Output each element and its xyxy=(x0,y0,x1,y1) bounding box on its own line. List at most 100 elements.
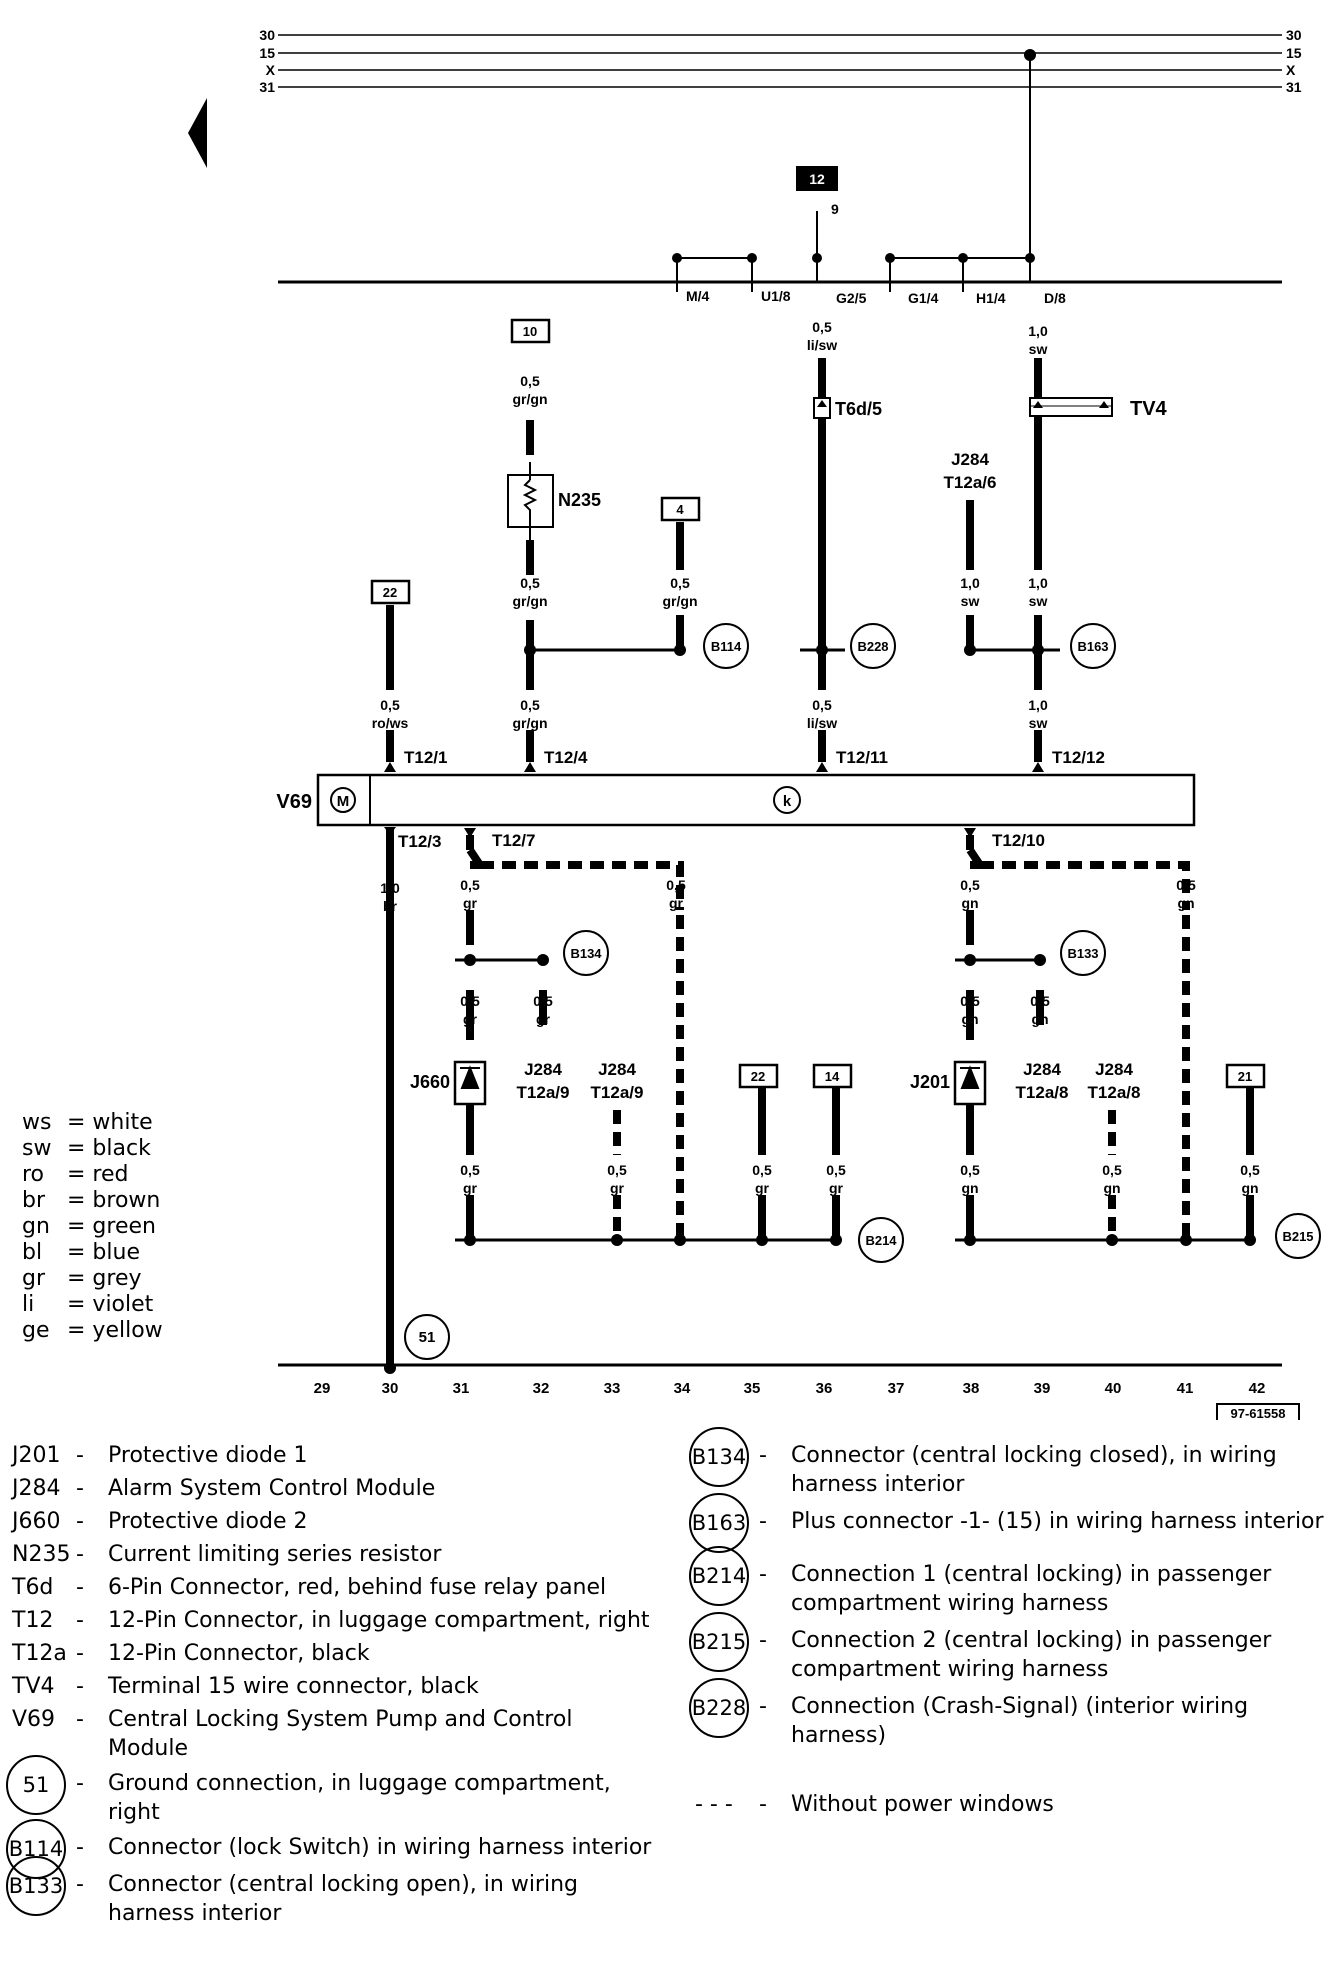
color-code: gr xyxy=(22,1266,46,1291)
key-code: T12 xyxy=(12,1608,54,1633)
wire-color: gr xyxy=(755,1180,770,1196)
j201-label: J201 xyxy=(910,1072,950,1092)
wire-size: 0,5 xyxy=(533,993,553,1009)
color-name: violet xyxy=(92,1292,154,1317)
tv4-connector xyxy=(1029,397,1113,417)
key-item: B214-Connection 1 (central locking) in p… xyxy=(689,1546,1335,1618)
t6d-label: T6d/5 xyxy=(835,399,882,419)
key-code: - - - xyxy=(695,1792,733,1817)
wire-size: 0,5 xyxy=(460,877,480,893)
svg-text:M: M xyxy=(337,793,350,810)
tap-g14: G1/4 xyxy=(908,290,939,306)
wire-color: gr/gn xyxy=(513,593,548,609)
wire-size: 1,0 xyxy=(1028,323,1048,339)
key-item: T6d-6-Pin Connector, red, behind fuse re… xyxy=(12,1573,652,1604)
track-30: 30 xyxy=(382,1380,399,1397)
rail-label-x-left: X xyxy=(266,62,276,78)
wire-size: 0,5 xyxy=(812,697,832,713)
wire-size: 0,5 xyxy=(520,373,540,389)
fuse-pin-9: 9 xyxy=(831,201,839,217)
key-item: J284-Alarm System Control Module xyxy=(12,1474,652,1505)
key-item: V69-Central Locking System Pump and Cont… xyxy=(12,1705,652,1763)
wire-size: 0,5 xyxy=(1030,993,1050,1009)
j284-d-pin: T12a/8 xyxy=(1016,1083,1069,1102)
ref-22: 22 xyxy=(383,585,397,600)
track-36: 36 xyxy=(816,1380,833,1397)
wire-color: li/sw xyxy=(807,715,837,731)
rail-label-15-right: 15 xyxy=(1286,45,1302,61)
wire-size: 1,0 xyxy=(380,880,400,896)
track-33: 33 xyxy=(604,1380,621,1397)
b114-connector: B114 xyxy=(711,639,742,654)
pin-t12-3: T12/3 xyxy=(398,832,441,851)
j284-top-pin: T12a/6 xyxy=(944,473,997,492)
wire-size: 0,5 xyxy=(812,319,832,335)
track-34: 34 xyxy=(674,1380,691,1397)
wire-color: gr/gn xyxy=(513,391,548,407)
wire-color: gn xyxy=(1031,1011,1048,1027)
wiring-diagram: 30 15 X 31 30 15 X 31 12 9 M/4 U1/8 G2/5… xyxy=(188,27,1321,1420)
previous-page-arrow-icon[interactable] xyxy=(188,98,207,168)
key-item: TV4-Terminal 15 wire connector, black xyxy=(12,1672,652,1703)
b228-connector: B228 xyxy=(857,639,888,654)
wire-color: gr xyxy=(463,1011,478,1027)
color-code: br xyxy=(22,1188,46,1213)
rail-label-31-left: 31 xyxy=(259,79,275,95)
color-name: brown xyxy=(92,1188,161,1213)
wire-size: 0,5 xyxy=(1176,877,1196,893)
track-42: 42 xyxy=(1249,1380,1266,1397)
wire-color: gn xyxy=(961,895,978,911)
j284-c-name: J284 xyxy=(598,1060,636,1079)
key-item: B163-Plus connector -1- (15) in wiring h… xyxy=(689,1493,1335,1553)
tv4-label: TV4 xyxy=(1130,398,1168,420)
wire-color: sw xyxy=(961,593,980,609)
document-number: 97-61558 xyxy=(1231,1406,1286,1420)
key-description: Connector (lock Switch) in wiring harnes… xyxy=(108,1835,652,1860)
rail-label-x-right: X xyxy=(1286,62,1296,78)
wire-color: gr xyxy=(463,895,478,911)
tap-g25: G2/5 xyxy=(836,290,867,306)
wire-size: 1,0 xyxy=(960,575,980,591)
track-37: 37 xyxy=(888,1380,905,1397)
track-40: 40 xyxy=(1105,1380,1122,1397)
ref-10: 10 xyxy=(523,324,537,339)
b215-connector: B215 xyxy=(1282,1229,1313,1244)
ref-14: 14 xyxy=(825,1069,840,1084)
wire-color: gr xyxy=(669,895,684,911)
wire-color: gn xyxy=(1103,1180,1120,1196)
rail-label-31-right: 31 xyxy=(1286,79,1302,95)
track-29: 29 xyxy=(314,1380,331,1397)
key-item: T12a-12-Pin Connector, black xyxy=(12,1639,652,1670)
pin-t12-7: T12/7 xyxy=(492,831,535,850)
key-item: B114-Connector (lock Switch) in wiring h… xyxy=(6,1819,652,1879)
svg-text:k: k xyxy=(783,793,792,810)
key-code-circled: B133 xyxy=(6,1856,66,1916)
key-description: Current limiting series resistor xyxy=(108,1542,442,1567)
wire-size: 0,5 xyxy=(520,697,540,713)
key-description: 6-Pin Connector, red, behind fuse relay … xyxy=(108,1575,607,1600)
wire-color: gn xyxy=(1241,1180,1258,1196)
j284-e-pin: T12a/8 xyxy=(1088,1083,1141,1102)
key-description: Ground connection, in luggage compartmen… xyxy=(108,1771,611,1825)
color-name: yellow xyxy=(92,1318,163,1343)
wire-size: 1,0 xyxy=(1028,575,1048,591)
k-symbol-icon xyxy=(773,786,801,814)
b214-connector: B214 xyxy=(865,1233,897,1248)
j284-d-name: J284 xyxy=(1023,1060,1061,1079)
key-item: B134-Connector (central locking closed),… xyxy=(689,1427,1335,1499)
track-38: 38 xyxy=(963,1380,980,1397)
key-description: Connector (central locking open), in wir… xyxy=(108,1872,578,1926)
wire-color: ro/ws xyxy=(372,715,409,731)
wire-color: gn xyxy=(961,1011,978,1027)
wire-color: sw xyxy=(1029,593,1048,609)
power-rails xyxy=(278,34,1282,88)
wire-size: 1,0 xyxy=(1028,697,1048,713)
key-code-circled: B228 xyxy=(689,1678,749,1738)
pin-t12-11: T12/11 xyxy=(836,748,888,767)
key-code-circled: B134 xyxy=(689,1427,749,1487)
color-code: gn xyxy=(22,1214,50,1239)
color-code: ws xyxy=(22,1110,52,1135)
j284-c-pin: T12a/9 xyxy=(591,1083,644,1102)
component-key-left: J201-Protective diode 1 J284-Alarm Syste… xyxy=(6,1441,652,1930)
key-code-circled: 51 xyxy=(6,1755,66,1815)
